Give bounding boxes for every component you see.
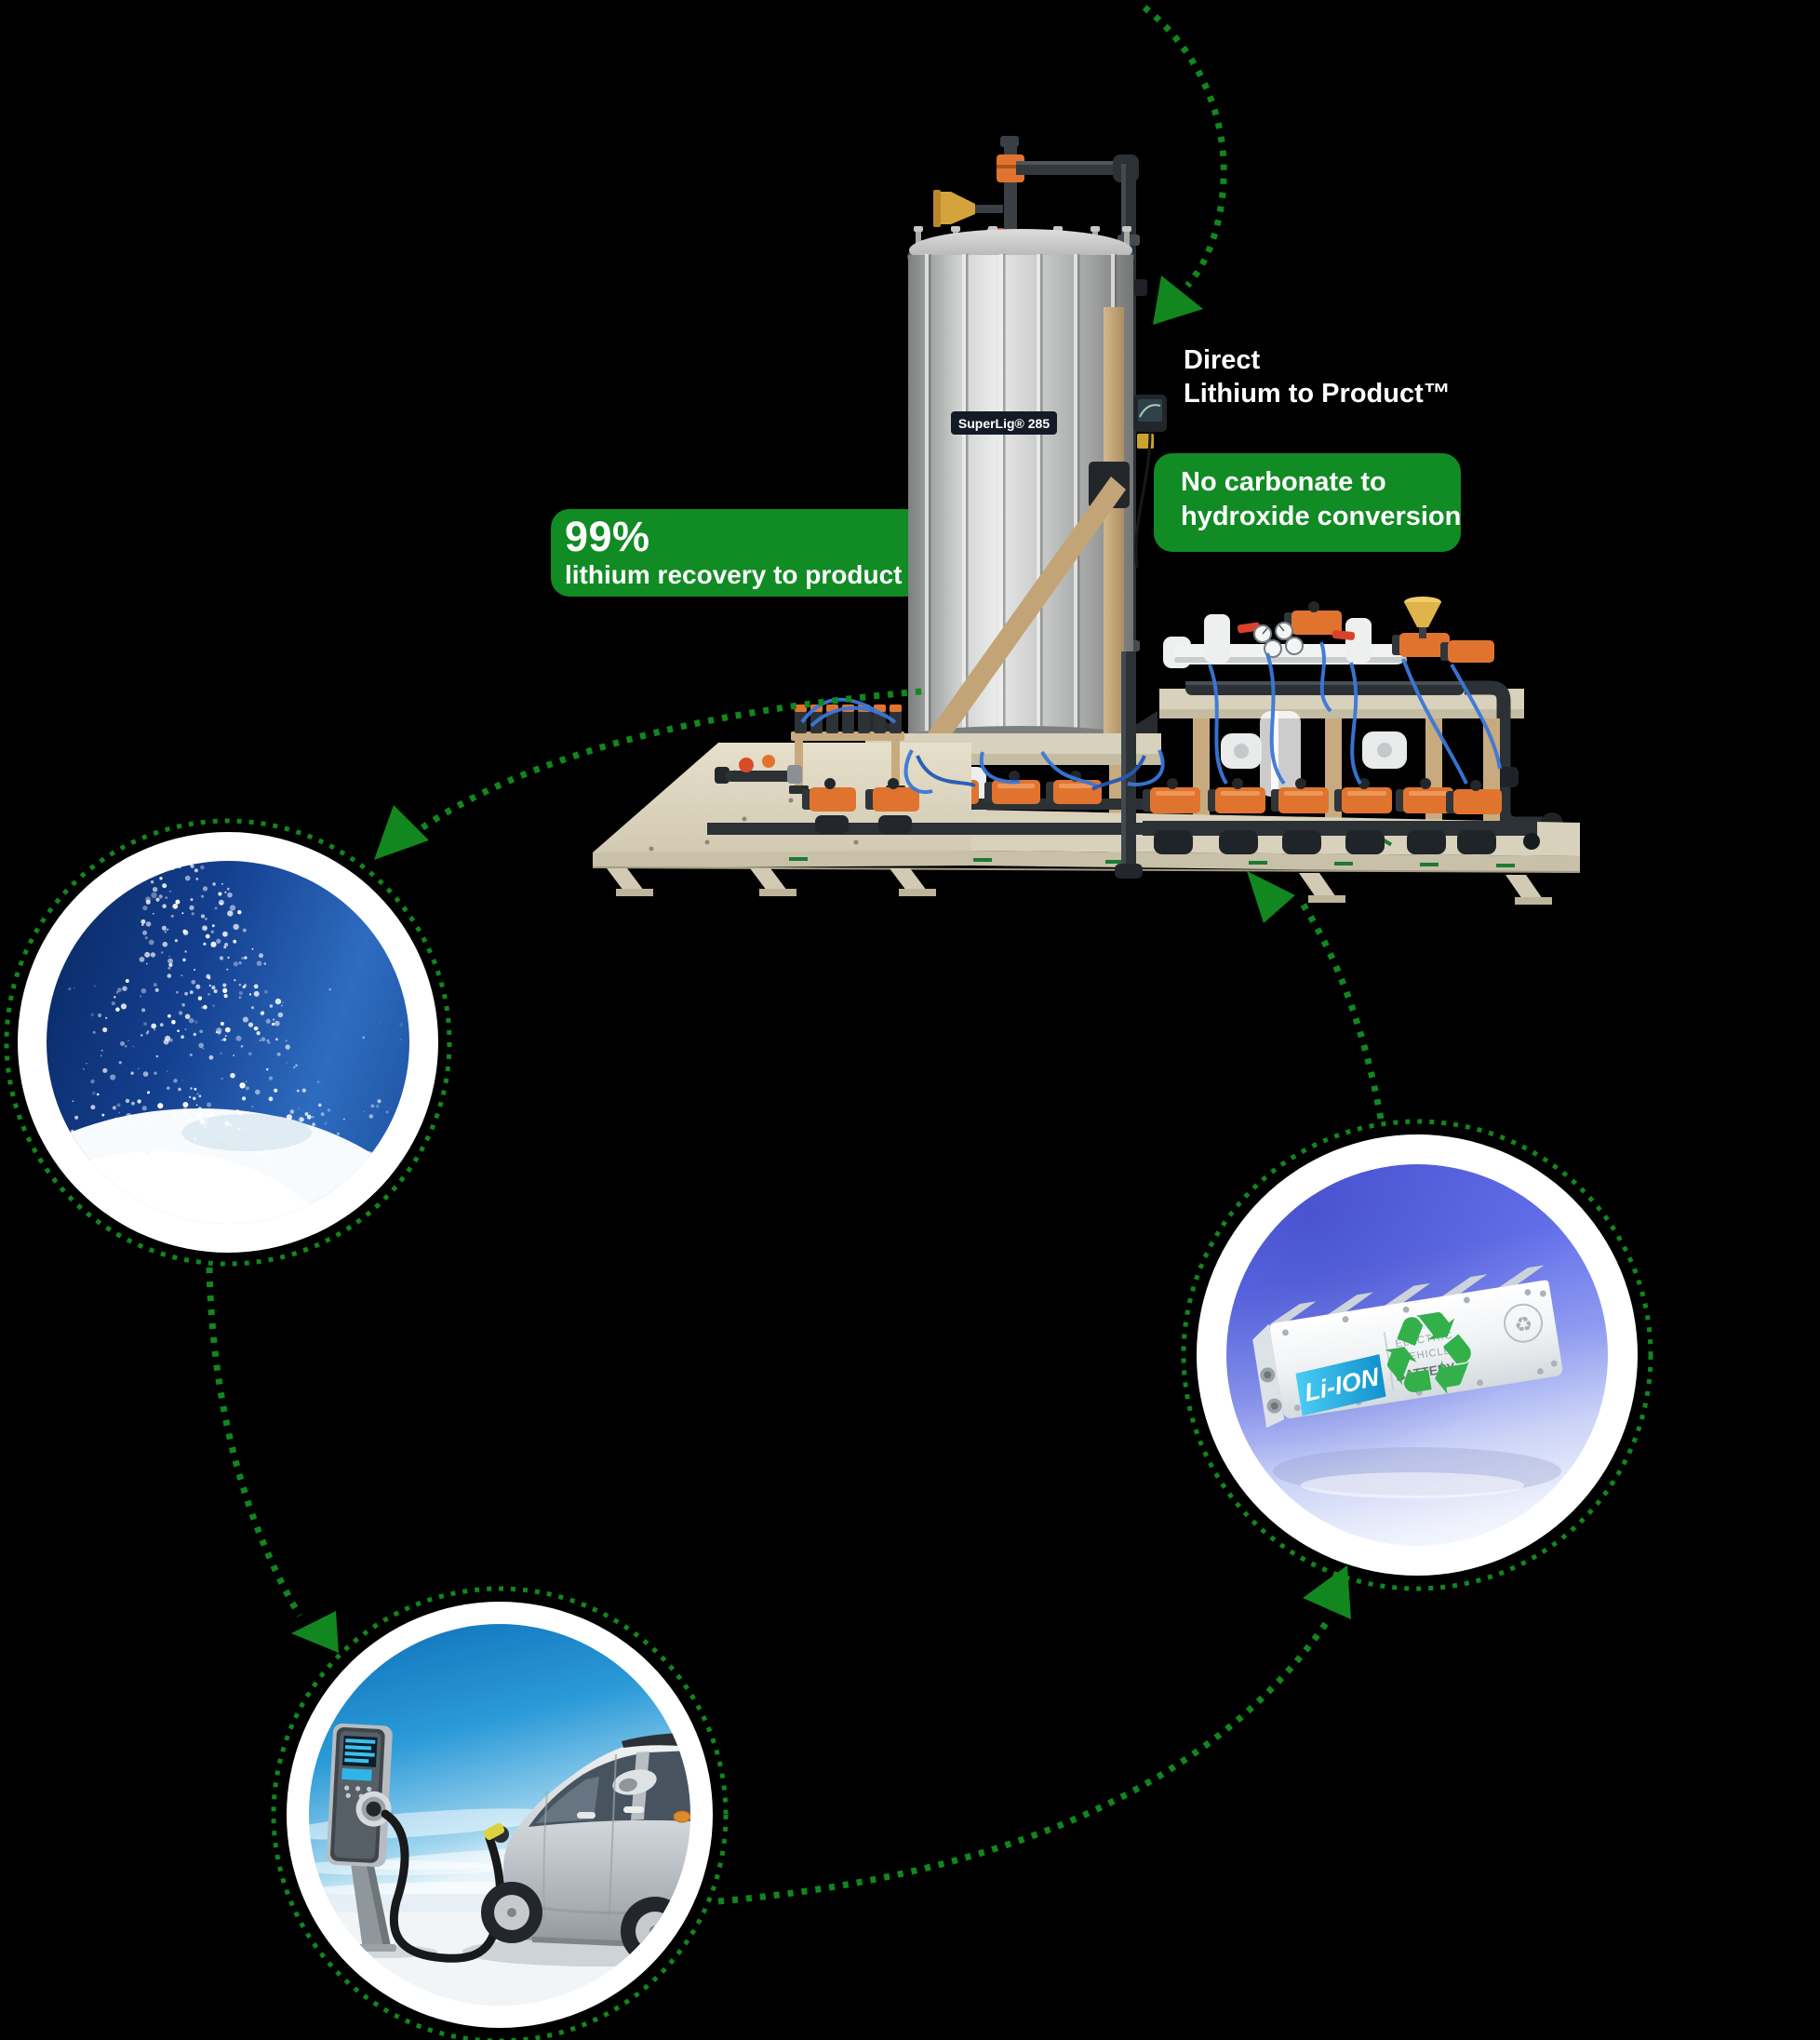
dotted-flow-line-top: [1142, 5, 1227, 289]
dotted-flow-line-ev-to-battery: [717, 1617, 1332, 1905]
direct-lithium-title: Direct Lithium to Product™: [1184, 343, 1451, 410]
flow-arrowhead-icon-battery: [1303, 1565, 1351, 1619]
conversion-line2: hydroxide conversion: [1181, 502, 1462, 531]
right-pump-row: [1143, 778, 1540, 854]
dotted-flow-line-machine-to-salt: [417, 688, 922, 833]
mid-pump-row: [707, 778, 1144, 835]
recovery-label: lithium recovery to product: [565, 560, 903, 589]
direct-title-line2: Lithium to Product™: [1184, 379, 1451, 409]
dotted-ring-icon: [4, 818, 452, 1267]
recycle-icon: ♻: [1367, 1284, 1490, 1429]
battery-photo: Li-ION ELECTRIC VEHICLE BATTERY ♻ ♻: [1226, 1164, 1608, 1546]
pressure-gauges: [1253, 622, 1304, 658]
left-manifold: [715, 705, 905, 794]
svg-text:♻: ♻: [1513, 1311, 1534, 1337]
flow-arrowhead-icon-top: [1153, 275, 1203, 325]
funnel-horn-icon: [938, 192, 975, 224]
ev-charging-photo: [309, 1624, 690, 2006]
direct-title-line1: Direct: [1184, 345, 1261, 375]
li-ion-label: Li-ION: [1295, 1354, 1386, 1416]
recovery-stat: 99%: [565, 513, 650, 560]
conversion-badge: No carbonate to hydroxide conversion: [1154, 453, 1461, 552]
lithium-salt-node: [0, 814, 456, 1270]
ev-charging-node: [269, 1584, 730, 2040]
charge-plug: [483, 1822, 505, 1841]
battery-fins: [1270, 1265, 1545, 1324]
support-frame: [925, 307, 1130, 746]
electric-car: [481, 1733, 690, 1966]
skid-feet: [607, 868, 1552, 905]
battery-recycling-node: Li-ION ELECTRIC VEHICLE BATTERY ♻ ♻: [1179, 1117, 1655, 1593]
charging-station: [326, 1723, 396, 1952]
flow-arrowhead-icon-salt: [374, 805, 429, 860]
recovery-badge: 99% lithium recovery to product: [551, 509, 930, 597]
lithium-salt-photo: [47, 861, 409, 1224]
flow-arrowhead-icon-machine: [1247, 871, 1295, 923]
side-marker: [673, 1810, 690, 1823]
tank-nameplate: [951, 411, 1057, 435]
dotted-flow-line-battery-to-machine: [1298, 899, 1385, 1120]
tank-nameplate-text: SuperLig® 285: [958, 416, 1050, 431]
dotted-ring-icon: [271, 1586, 729, 2040]
conversion-line1: No carbonate to: [1181, 467, 1386, 497]
battery-pack: Li-ION ELECTRIC VEHICLE BATTERY ♻ ♻: [1252, 1265, 1563, 1429]
recycle-badge-icon: [1504, 1303, 1544, 1343]
riser-pipe-front: [1115, 651, 1143, 879]
blue-tubing: [800, 641, 1502, 795]
dotted-flow-line-salt-to-ev: [206, 1267, 303, 1617]
battery-bolts: [1282, 1289, 1558, 1412]
dotted-ring-icon: [1181, 1119, 1653, 1591]
